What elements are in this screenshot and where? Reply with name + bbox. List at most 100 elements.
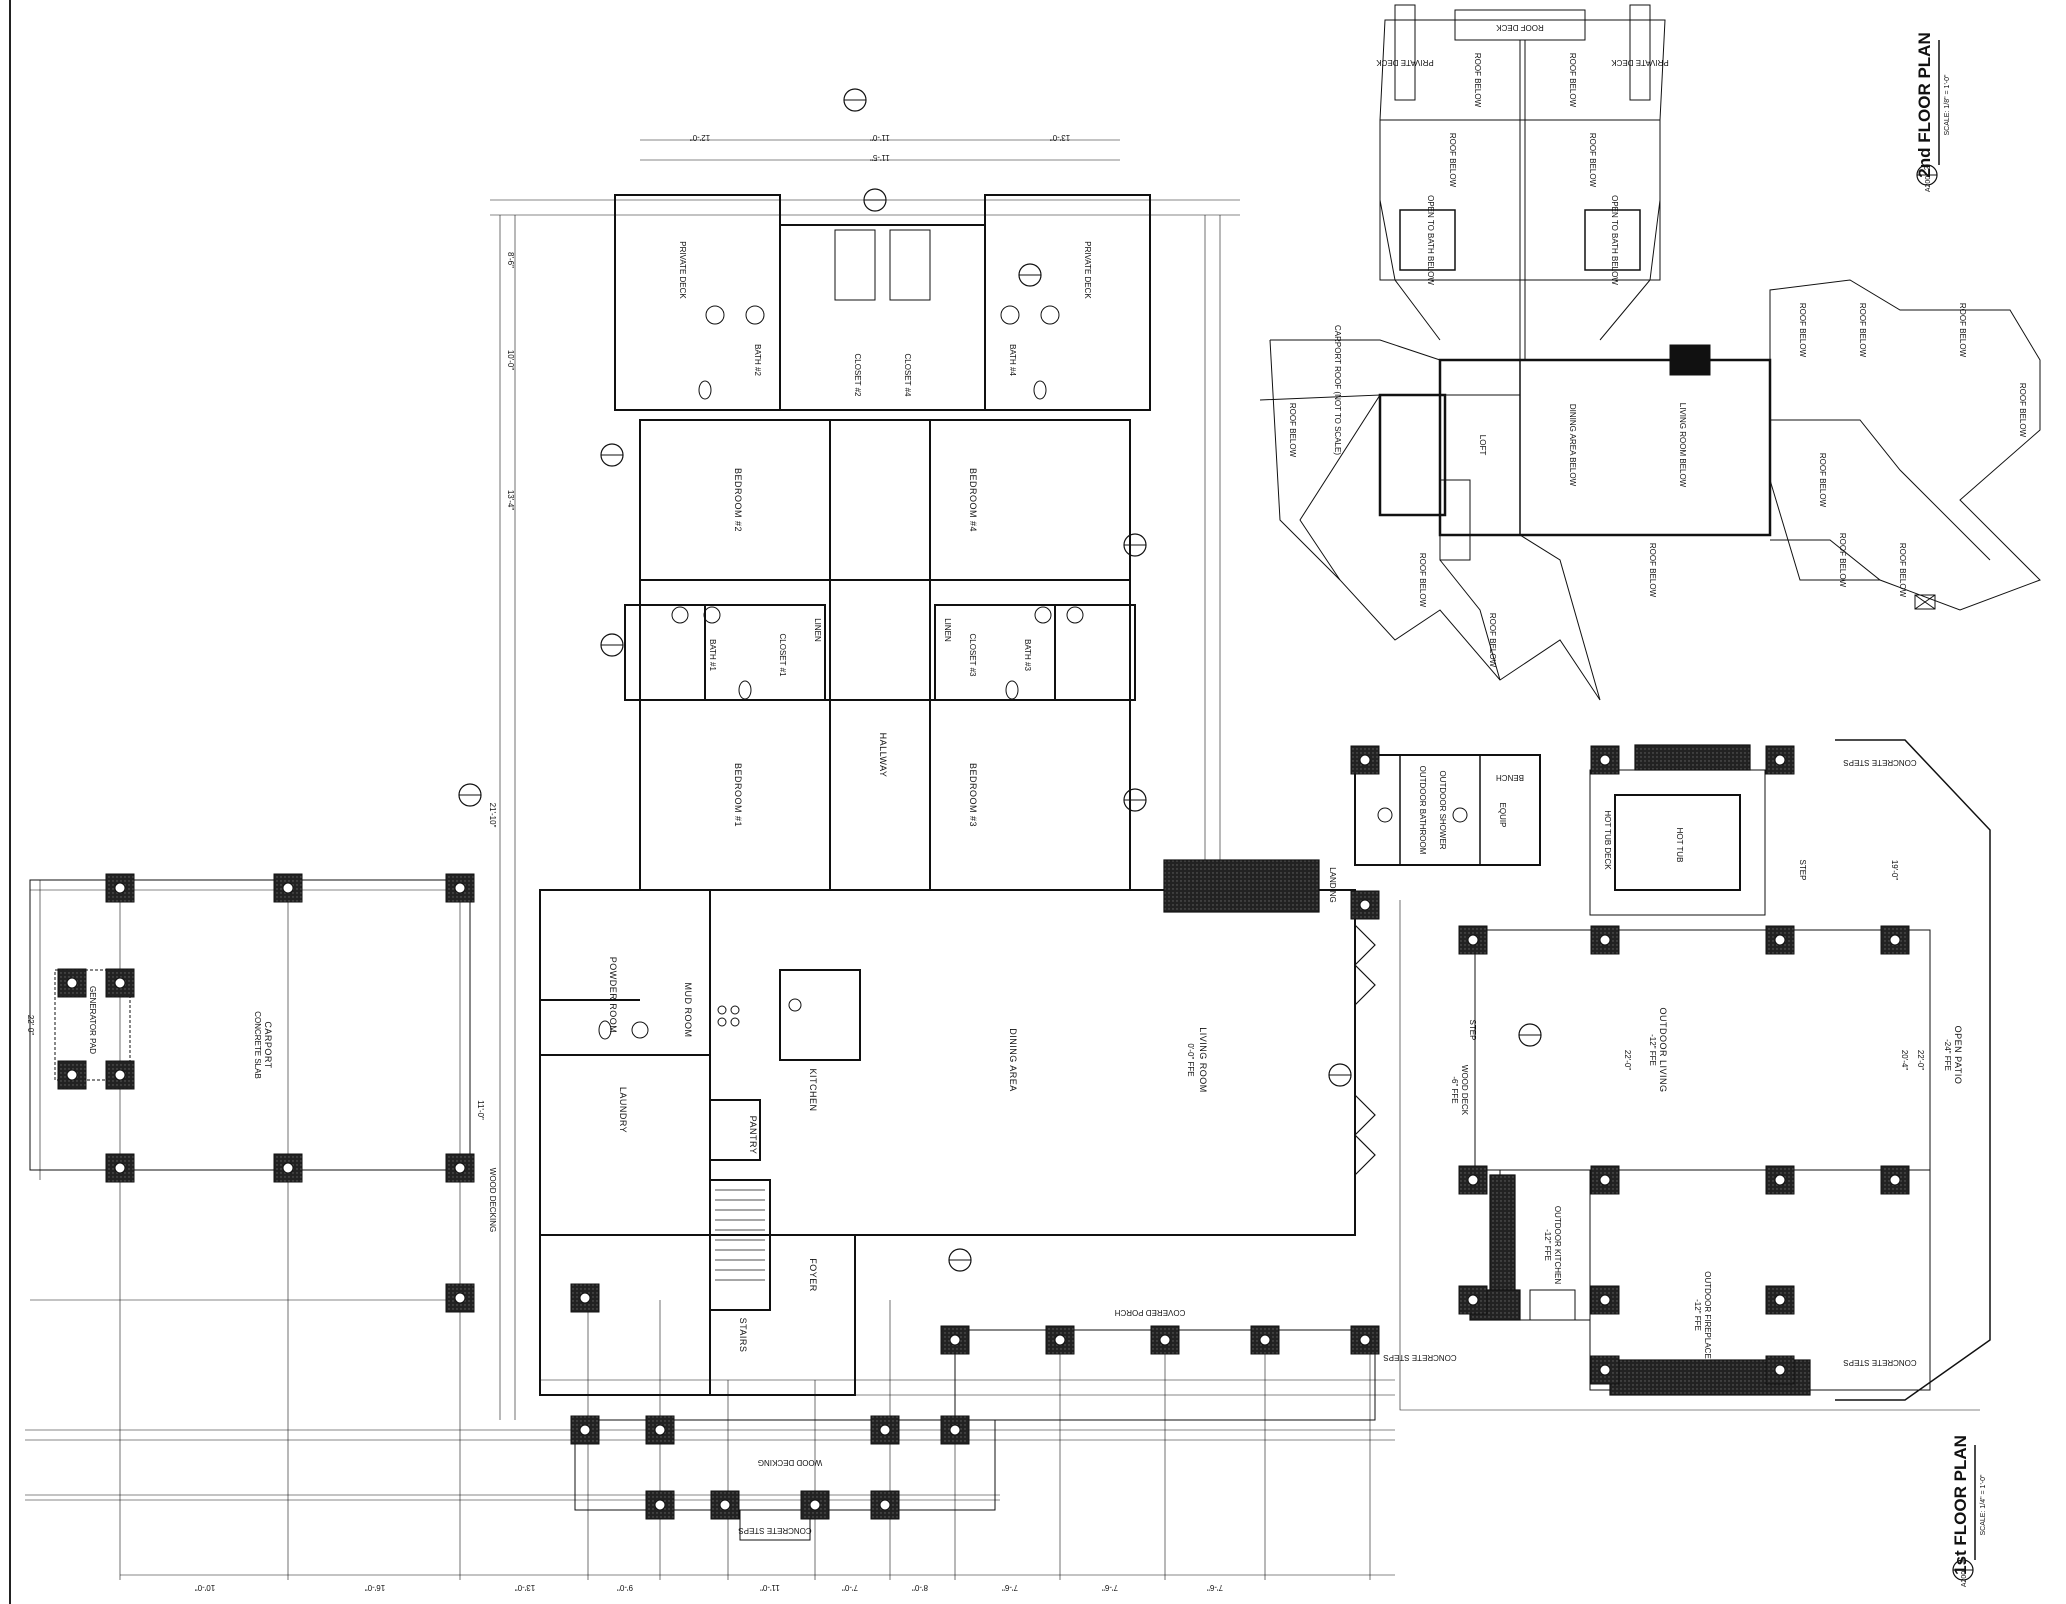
label-private-deck-1: PRIVATE DECK (678, 241, 687, 299)
label-private-deck-2f-2: PRIVATE DECK (1611, 58, 1669, 67)
label-outdoor-fireplace-ffe: -12" FFE (1693, 1299, 1702, 1331)
label-step-1: STEP (1468, 1020, 1477, 1041)
label-covered-porch: COVERED PORCH (1114, 1308, 1185, 1317)
stair-treads (715, 1189, 765, 1281)
label-living-room-below: LIVING ROOM BELOW (1678, 403, 1687, 488)
column-center (579, 1424, 591, 1436)
label-outdoor-kitchen-ffe: -12" FFE (1543, 1229, 1552, 1261)
column-center (949, 1334, 961, 1346)
label-roof-below-12: ROOF BELOW (2018, 383, 2027, 438)
column-center (579, 1292, 591, 1304)
column-center (654, 1424, 666, 1436)
label-laundry: LAUNDRY (618, 1087, 628, 1133)
label-equip: EQUIP (1498, 803, 1507, 828)
column-center (1259, 1334, 1271, 1346)
column-center (454, 1292, 466, 1304)
title-2-text: 2nd FLOOR PLAN (1915, 32, 1934, 177)
dim-bottom-6: 7'-0" (842, 1583, 858, 1592)
title-2-scale: SCALE: 1/8" = 1'-0" (1944, 74, 1951, 135)
label-living-room: LIVING ROOM (1198, 1027, 1208, 1093)
label-private-deck-2f-1: PRIVATE DECK (1376, 58, 1434, 67)
label-living-ceiling: 0'-0" FFE (1186, 1043, 1195, 1076)
dim-right-1: 19'-0" (1890, 860, 1899, 881)
column-center (879, 1424, 891, 1436)
label-outdoor-shower: OUTDOOR SHOWER (1438, 770, 1447, 849)
title-1-sheet-ref: A200 (1961, 1571, 1968, 1587)
column (57, 1060, 87, 1090)
column-center (1359, 899, 1371, 911)
title-block-2nd-floor: 2 A200 2nd FLOOR PLAN SCALE: 1/8" = 1'-0… (1915, 32, 1951, 192)
dim-left-5: 11'-0" (476, 1100, 485, 1120)
label-roof-below-9: ROOF BELOW (1798, 303, 1807, 358)
title-1-scale: SCALE: 1/4" = 1'-0" (1980, 1474, 1987, 1535)
label-roof-below-14: ROOF BELOW (1898, 543, 1907, 598)
column-center (1774, 1364, 1786, 1376)
column-center (1599, 754, 1611, 766)
column-center (1159, 1334, 1171, 1346)
column-center (114, 1069, 126, 1081)
dim-bottom-5: 11'-0" (760, 1583, 780, 1592)
label-carport-note: CONCRETE SLAB (253, 1011, 262, 1079)
folding-door (1354, 924, 1376, 1006)
label-concrete-steps-2: CONCRETE STEPS (1383, 1353, 1456, 1362)
bench-masonry (1634, 744, 1751, 771)
column-center (1889, 1174, 1901, 1186)
carport-outline (29, 879, 471, 1171)
column-center (879, 1499, 891, 1511)
room-labels: CARPORT CONCRETE SLAB GENERATOR PAD WOOD… (88, 23, 2027, 1535)
column-center (1599, 1364, 1611, 1376)
column-center (454, 1162, 466, 1174)
label-concrete-steps-4: CONCRETE STEPS (1843, 1358, 1916, 1367)
label-wood-deck: WOOD DECK (1460, 1065, 1469, 1116)
label-powder-room: POWDER ROOM (608, 957, 618, 1034)
column-center (1774, 1294, 1786, 1306)
label-wood-decking-2: WOOD DECKING (758, 1458, 822, 1467)
dim-bottom-9: 7'-6" (1102, 1583, 1118, 1592)
label-kitchen: KITCHEN (808, 1068, 818, 1111)
label-outdoor-bathroom: OUTDOOR BATHROOM (1418, 766, 1427, 855)
label-dining-area-below: DINING AREA BELOW (1568, 404, 1577, 487)
label-loft: LOFT (1478, 435, 1487, 456)
column-center (1054, 1334, 1066, 1346)
dim-bottom-8: 7'-6" (1002, 1583, 1018, 1592)
column-center (1599, 1174, 1611, 1186)
dim-bottom-3: 13'-0" (515, 1583, 536, 1592)
column-center (1599, 934, 1611, 946)
label-bath-1: BATH #1 (708, 639, 717, 671)
dimension-labels: 11'-0" 12'-0" 13'-0" 11'-5" 10'-0" 16'-0… (26, 133, 1925, 1592)
column-center (1359, 1334, 1371, 1346)
column-center (454, 882, 466, 894)
label-outdoor-living-ffe: -12" FFE (1648, 1034, 1657, 1066)
second-floor-plan (1259, 4, 2041, 701)
column-center (66, 1069, 78, 1081)
title-1-text: 1st FLOOR PLAN (1951, 1435, 1970, 1575)
label-roof-below-13: ROOF BELOW (1818, 453, 1827, 508)
column-center (282, 1162, 294, 1174)
label-closet-2: CLOSET #2 (853, 354, 862, 398)
dim-top-1: 11'-0" (870, 133, 890, 142)
label-pantry: PANTRY (748, 1116, 758, 1155)
column (105, 1060, 135, 1090)
column-center (1599, 1294, 1611, 1306)
label-linen-1: LINEN (813, 618, 822, 642)
dim-left-3: 10'-0" (506, 350, 515, 371)
label-closet-1: CLOSET #1 (778, 634, 787, 678)
label-outdoor-living: OUTDOOR LIVING (1658, 1007, 1668, 1092)
label-open-patio-ffe: -24" FFE (1943, 1039, 1952, 1071)
label-bath-3: BATH #3 (1023, 639, 1032, 671)
dim-top-4: 11'-5" (870, 153, 890, 162)
label-closet-4: CLOSET #4 (903, 354, 912, 398)
label-closet-3: CLOSET #3 (968, 634, 977, 678)
column-center (1889, 934, 1901, 946)
dim-bottom-4: 9'-0" (617, 1583, 633, 1592)
title-block-1st-floor: 1 A200 1st FLOOR PLAN SCALE: 1/4" = 1'-0… (1951, 1435, 1987, 1587)
label-bedroom-3: BEDROOM #3 (968, 763, 978, 827)
label-generator-pad: GENERATOR PAD (88, 986, 97, 1054)
dim-right-4: 22'-0" (1916, 1050, 1925, 1071)
kitchen-fixtures (598, 998, 802, 1040)
dim-top-2: 12'-0" (690, 133, 711, 142)
column-center (114, 1162, 126, 1174)
label-bench: BENCH (1496, 773, 1524, 782)
label-roof-below-1: ROOF BELOW (1473, 53, 1482, 108)
label-bedroom-2: BEDROOM #2 (733, 468, 743, 532)
